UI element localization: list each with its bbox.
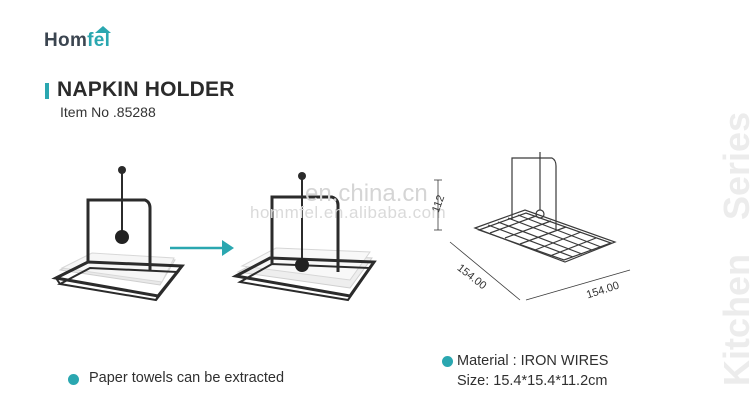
house-roof-icon	[95, 26, 111, 33]
product-title: NAPKIN HOLDER	[57, 78, 235, 101]
series-word: Series	[716, 111, 750, 220]
right-arrow-icon	[170, 240, 234, 256]
kitchen-word: Kitchen	[716, 253, 750, 386]
title-accent-bar	[45, 83, 49, 99]
feature-extract: Paper towels can be extracted	[89, 370, 285, 386]
napkin-holder-photo-right	[231, 172, 377, 302]
dimension-drawing	[434, 152, 631, 301]
napkin-holder-photo-left	[51, 166, 186, 302]
feature-size: Size: 15.4*15.4*11.2cm	[457, 373, 608, 389]
feature-material: Material : IRON WIRES	[457, 353, 609, 369]
teal-dot-icon	[442, 356, 453, 367]
series-side-text: Kitchen Series	[668, 70, 750, 410]
teal-dot-icon	[68, 374, 79, 385]
watermark-sub: hommfel.en.alibaba.com	[250, 203, 447, 222]
watermark-main: en.china.cn	[305, 180, 428, 207]
item-number: Item No .85288	[60, 104, 156, 120]
